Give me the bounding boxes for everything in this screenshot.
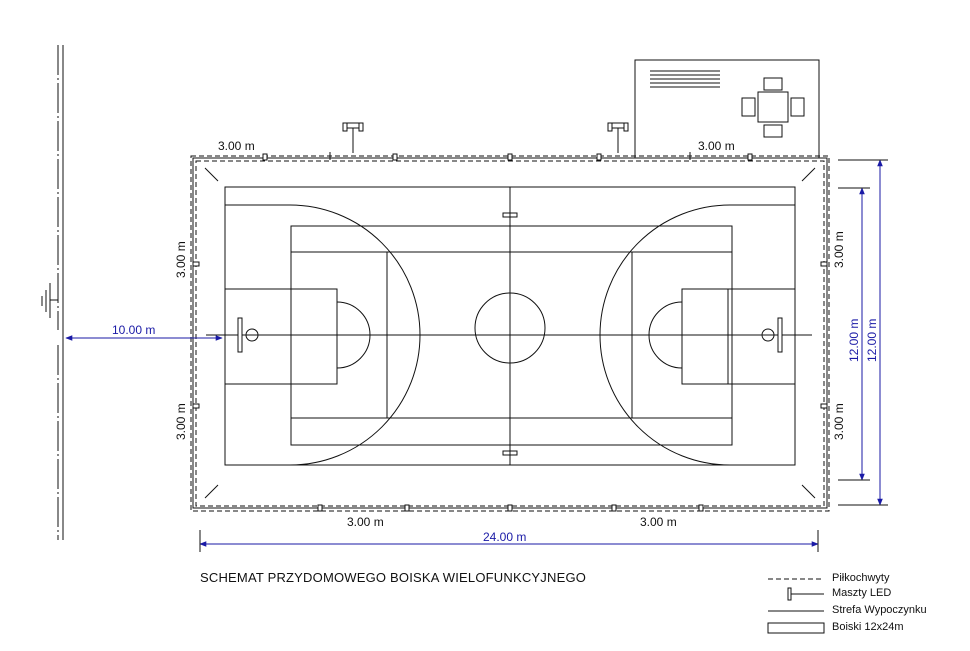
dim-top-left: 3.00 m	[218, 139, 255, 153]
legend-label: Boiski 12x24m	[832, 621, 904, 633]
dim-length: 24.00 m	[483, 530, 526, 544]
dim-offset: 10.00 m	[112, 323, 155, 337]
dim-left-upper: 3.00 m	[174, 241, 188, 278]
dim-right-upper: 3.00 m	[832, 231, 846, 268]
rest-zone	[634, 59, 820, 159]
dim-top-right: 3.00 m	[698, 139, 735, 153]
dashed-line-icon	[768, 578, 824, 580]
diagram-title: SCHEMAT PRZYDOMOWEGO BOISKA WIELOFUNKCYJ…	[200, 570, 587, 585]
dim-bottom-right: 3.00 m	[640, 515, 677, 529]
dim-bottom-left: 3.00 m	[347, 515, 384, 529]
legend-label: Strefa Wypoczynku	[832, 604, 927, 616]
led-mast-right	[777, 317, 812, 353]
led-mast-left	[206, 317, 243, 353]
ground-symbol	[41, 283, 58, 318]
dimension-lines	[65, 159, 888, 552]
legend-label: Piłkochwyty	[832, 572, 890, 584]
court	[192, 157, 828, 509]
dim-width-outer: 12.00 m	[865, 319, 879, 362]
property-fence	[57, 45, 64, 540]
solid-line-icon	[768, 610, 824, 612]
dim-left-lower: 3.00 m	[174, 403, 188, 440]
dim-right-lower: 3.00 m	[832, 403, 846, 440]
bench-icon	[650, 70, 720, 88]
mast-icon	[787, 587, 824, 601]
legend-label: Maszty LED	[832, 587, 892, 599]
led-mast-top-right	[607, 122, 629, 153]
rectangle-icon	[767, 622, 825, 634]
corner-lights	[204, 167, 816, 499]
led-mast-top-left	[342, 122, 364, 153]
dim-width-inner: 12.00 m	[847, 319, 861, 362]
fence-posts	[192, 153, 828, 512]
table-with-chairs-icon	[741, 77, 805, 138]
